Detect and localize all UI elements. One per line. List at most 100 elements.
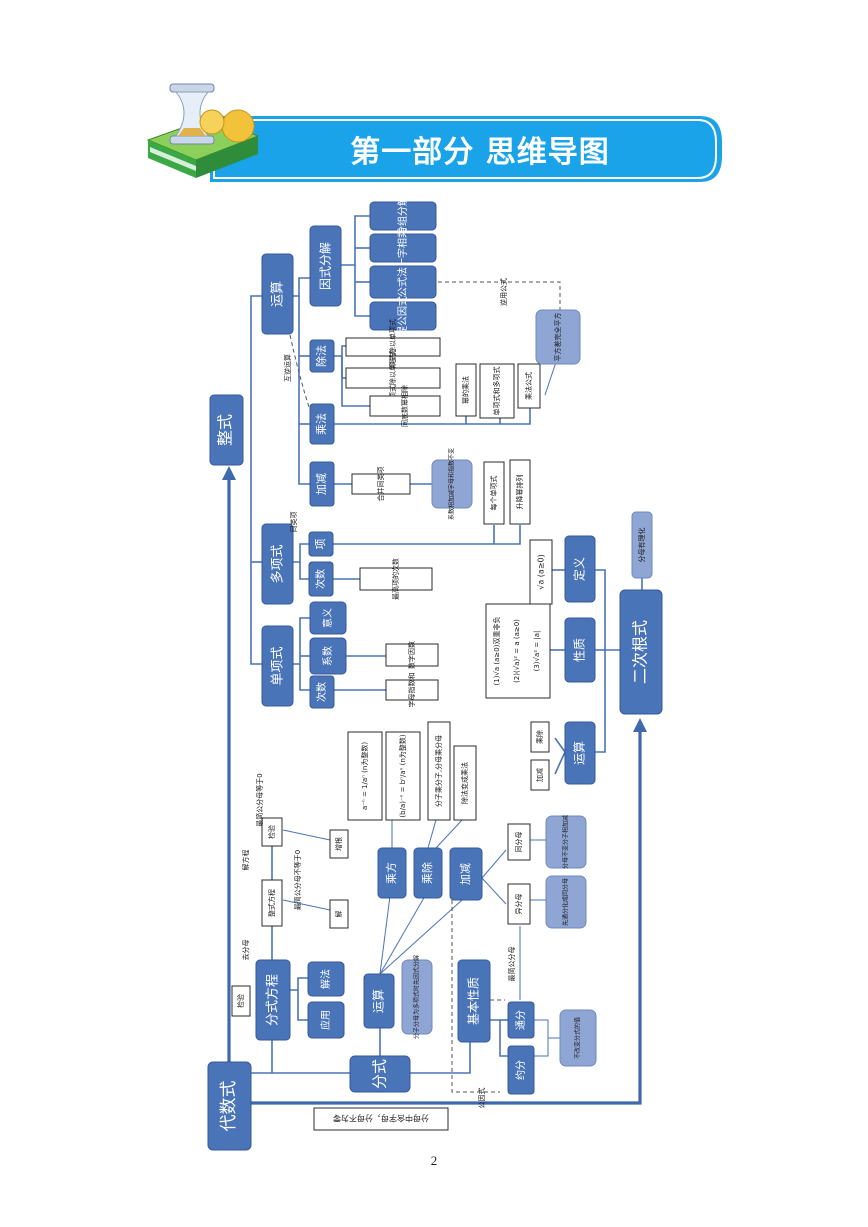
node-yinshifenjie-label: 因式分解 [319, 242, 333, 290]
node-chengchu-gs-label: 乘除 [535, 730, 544, 744]
node-yingyong-label: 应用 [319, 1010, 332, 1030]
node-fenmuyoulihua [631, 511, 653, 579]
node-yuefen-label: 约分 [514, 1060, 527, 1080]
label-tonglei: 同类项 [289, 512, 298, 533]
node-jiajian-zs-label: 加减 [315, 473, 328, 495]
node-zengen-label: 增根 [334, 837, 343, 851]
node-xingzhi-2: (2)(√a)² = a (a≥0) [513, 619, 521, 683]
node-yunsuan-fs-label: 运算 [371, 989, 386, 1013]
node-chengchu-fs-label: 乘除 [420, 862, 434, 884]
node-xingzhi-3: (3)√a² = |a| [533, 631, 541, 672]
node-duoxiangshi [261, 523, 294, 605]
node-dxs-duoxs-label: 单项式和多项式 [492, 367, 501, 416]
node-jie [329, 899, 349, 929]
node-zhunxu [509, 459, 531, 525]
node-hebing-label: 合并同类项 [376, 467, 385, 502]
banner-border [213, 119, 717, 179]
node-jiefa-label: 解法 [319, 969, 332, 989]
node-yinshifenjie [309, 225, 342, 307]
node-cishu-s-desc [385, 679, 439, 701]
node-chengfagongshi [517, 363, 541, 409]
node-xishu [309, 637, 347, 675]
node-root-label: 代数式 [219, 1081, 239, 1132]
node-yunsuan-fs [363, 973, 395, 1029]
node-zhengshi-fangcheng-label: 整式方程 [267, 889, 276, 917]
node-yiyi [309, 601, 347, 635]
node-yifenmu-label: 异分母 [514, 894, 523, 915]
node-shizixiangcheng [369, 233, 437, 263]
node-ercigenshi [619, 589, 663, 715]
node-tongfen-label: 通分 [515, 1010, 527, 1030]
node-chufa-bian-label: 除法变成乘法 [460, 762, 469, 804]
label-zuijiangongfenmu: 最简公分母 [507, 947, 516, 982]
node-xishu-label: 系数 [321, 646, 334, 666]
node-yunsuan-gs-label: 运算 [572, 741, 587, 765]
node-jiajian-zs [309, 461, 335, 507]
node-tigongyinshi-label: 提公因式 [396, 296, 409, 336]
node-jiajian-gs-label: 加减 [535, 768, 544, 782]
node-tongfenmu [507, 823, 531, 861]
node-xiang [308, 531, 334, 557]
node-formula-neg [347, 731, 383, 821]
node-dingyi-label: 定义 [572, 557, 587, 581]
node-fenziyinshi-label: 分子分母为多项式时先因式分解 [413, 955, 421, 1039]
node-dingyi-formula-label: √a (a≥0) [537, 554, 546, 589]
node-jianyan-label: 检验 [236, 994, 245, 1008]
node-chufa-label: 除法 [314, 345, 328, 367]
node-mi-chengfa [455, 363, 477, 417]
node-jianyan2 [261, 817, 283, 847]
page-number: 2 [430, 1153, 438, 1168]
node-fenmububian-label: 分母不变分子相加减 [562, 815, 570, 869]
node-jiajian-gs [530, 759, 550, 791]
node-cishu-d-desc [359, 567, 433, 591]
node-danxiangshi-label: 单项式 [271, 646, 286, 685]
node-duoxs-chu-dxs-label: 多项式除以单项式 [388, 350, 397, 406]
node-yuefen [507, 1045, 535, 1095]
node-bubian [559, 1009, 597, 1067]
node-dingyi [564, 535, 596, 603]
label-zuijian1: 最简公分母不等于0 [293, 850, 302, 910]
node-chengfa [309, 403, 335, 445]
label-huni: 互逆运算 [283, 354, 292, 382]
node-pingfangcha-label: 平方差完全平方 [553, 313, 562, 362]
header-banner [146, 83, 722, 182]
node-dxs-chu-dxs-label: 单项式除以单项式 [388, 319, 397, 375]
node-fenzi-xiangcheng-label: 分子乘分子,分母乘分母 [434, 735, 443, 807]
node-chengfa-label: 乘法 [314, 413, 328, 435]
node-yingyong [307, 1001, 345, 1039]
node-formula-pow-label: (b/a)⁻ⁿ = bⁿ/aⁿ (n为整数) [398, 734, 407, 817]
node-xishu-desc-label: 数字因数 [407, 641, 416, 669]
node-fenmuzhong [313, 1107, 449, 1131]
node-fenzufenjie [369, 201, 437, 231]
node-xiang-label: 项 [314, 539, 327, 550]
node-xiantong-label: 先通分化成同分母 [562, 878, 570, 926]
node-xingzhi-1: (1)√a (a≥0)双重非负 [492, 617, 501, 686]
node-tongfenmu-label: 同分母 [514, 832, 523, 853]
node-chengfang [377, 847, 407, 899]
node-cishu-d-desc-label: 最高项的次数 [391, 558, 400, 600]
node-jiajian-fs [449, 847, 483, 901]
node-geishu-dxs-label: 每个单项式 [489, 476, 498, 511]
node-zhengshi-fangcheng [261, 879, 283, 927]
node-jianyan2-label: 检验 [267, 825, 276, 839]
node-bubian-label: 不改变分式的值 [574, 1017, 582, 1059]
node-tongdishu-label: 同底数幂相除 [400, 385, 409, 427]
node-chufa [309, 339, 335, 373]
node-duoxiangshi-label: 多项式 [270, 544, 286, 583]
node-xingzhi [564, 617, 596, 683]
node-ercigenshi-label: 二次根式 [631, 620, 650, 684]
node-formula-neg-label: a⁻ⁿ = 1/aⁿ (n为整数) [360, 742, 369, 810]
node-jianyan [231, 985, 251, 1017]
node-hebing [351, 473, 411, 495]
node-fenshifangcheng-label: 分式方程 [265, 974, 281, 1026]
node-dxs-duoxs [479, 363, 515, 419]
node-jie-label: 解 [334, 911, 343, 918]
node-cishu-d [308, 561, 334, 597]
node-xingzhi-label: 性质 [573, 638, 587, 662]
node-gongshifa-label: 公式法 [396, 267, 409, 297]
node-cishu-s-desc-label: 字母指数和 [407, 673, 416, 708]
node-duoxs-chu-dxs [345, 367, 441, 389]
node-fenmuyoulihua-label: 分母有理化 [637, 528, 646, 563]
node-yunsuan-zs [261, 253, 294, 335]
node-tongfen [507, 1001, 535, 1039]
